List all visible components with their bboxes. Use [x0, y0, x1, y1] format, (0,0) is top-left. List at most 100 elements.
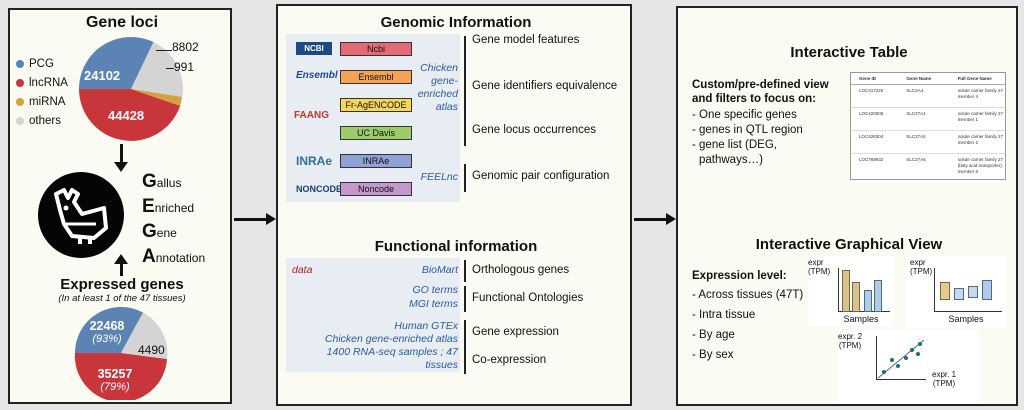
source-go: GO terms	[412, 284, 458, 296]
feelnc-label: FEELnc	[420, 171, 458, 183]
expression-bullets: - Across tissues (47T) - Intra tissue - …	[692, 289, 804, 361]
data-label: data	[292, 264, 313, 276]
source-bar-fragencode: Fr-AgENCODE	[340, 98, 412, 112]
feature-gene-model: Gene model features	[472, 34, 580, 46]
functional-sources-box	[286, 258, 460, 372]
legend-dot-icon	[16, 78, 24, 87]
gega-acronym: Gallus Enriched Gene Annotation	[142, 170, 205, 270]
pie-slice-others	[131, 42, 183, 106]
pie2-slice-pcg	[75, 306, 143, 353]
source-bar-noncode: Noncode	[340, 182, 412, 196]
bar-4	[874, 280, 882, 312]
feature-locus: Gene locus occurrences	[472, 124, 597, 136]
source-bar-ncbi: Ncbi	[340, 42, 412, 56]
box-plot-ylabel: expr(TPM)	[910, 258, 933, 276]
table-row[interactable]: LOC420008 SLC27A1 solute carrier family …	[851, 108, 1005, 131]
table-bullets: - One specific genes - genes in QTL regi…	[692, 109, 803, 166]
genomic-sources-box	[286, 34, 460, 202]
arrow-down	[120, 144, 123, 164]
genomic-bracket-1	[464, 36, 466, 146]
gega-chicken-logo	[38, 172, 124, 258]
feature-coexpression: Co-expression	[472, 354, 547, 366]
chicken-icon	[54, 188, 108, 244]
gene-loci-title: Gene loci	[85, 14, 159, 31]
pie-slice-lncrna	[79, 89, 181, 141]
arrow-right-2	[634, 213, 676, 225]
graphical-view-title: Interactive Graphical View	[755, 236, 943, 253]
bar-chart-xlabel: Samples	[843, 314, 879, 324]
pie1-pcg-value: 24102	[84, 68, 121, 83]
ncbi-logo: NCBI	[296, 42, 332, 55]
scatter-points	[877, 339, 925, 379]
noncode-logo: NONCODE	[296, 184, 343, 194]
scatter-axes	[876, 336, 926, 380]
source-bar-inrae: INRAe	[340, 154, 412, 168]
mini-table: Gene ID Gene Name Full Gene Name LOC4172…	[850, 72, 1006, 180]
legend: PCG lncRNA miRNA others	[16, 54, 68, 130]
legend-item-mirna: miRNA	[16, 92, 68, 111]
genomic-bracket-2	[464, 164, 466, 192]
bar-1	[842, 270, 850, 312]
expressed-genes-title: Expressed genes	[60, 276, 184, 293]
mini-box-plot: expr(TPM) Samples	[906, 256, 1006, 328]
pie-slice-mirna	[131, 89, 182, 106]
pie1-others-leader	[156, 50, 172, 51]
legend-dot-icon	[16, 97, 24, 106]
legend-dot-icon	[16, 59, 24, 68]
left-panel: Gene loci PCG lncRNA miRNA others 24102 …	[8, 8, 232, 404]
source-atlas: Chicken gene-enriched atlas	[324, 333, 458, 345]
bar-3	[864, 290, 872, 312]
faang-logo: FAANG	[294, 110, 329, 121]
table-row[interactable]: LOC417220 SLC2A4 solute carrier family 2…	[851, 85, 1005, 108]
arrow-up-head	[114, 254, 128, 264]
gega-line-enriched: Enriched	[142, 196, 195, 217]
source-mgi: MGI terms	[409, 298, 458, 310]
functional-title: Functional information	[374, 238, 538, 255]
pie1-mirna-leader	[166, 68, 174, 69]
pie-slice-pcg	[78, 36, 154, 89]
feature-orthologous: Orthologous genes	[472, 264, 570, 276]
box-3	[968, 286, 978, 298]
feature-ontologies: Functional Ontologies	[472, 292, 584, 304]
legend-item-pcg: PCG	[16, 54, 68, 73]
expressed-genes-subtitle: (In at least 1 of the 47 tissues)	[58, 293, 186, 304]
feature-identifiers: Gene identifiers equivalence	[472, 80, 618, 92]
legend-item-lncrna: lncRNA	[16, 73, 68, 92]
col-gene-name[interactable]: Gene Name	[906, 76, 932, 81]
pie1-lnc-value: 44428	[108, 108, 145, 123]
source-rnaseq: 1400 RNA-seq samples ; 47	[326, 346, 458, 358]
source-bar-ensembl: Ensembl	[340, 70, 412, 84]
table-row[interactable]: LOC426304 SLC27A2 solute carrier family …	[851, 131, 1005, 154]
feature-pair-config: Genomic pair configuration	[472, 170, 610, 182]
arrow-up	[120, 262, 123, 276]
right-panel: Interactive Table Custom/pre-defined vie…	[676, 6, 1018, 406]
scatter-ylabel: expr. 2(TPM)	[838, 332, 863, 350]
functional-bracket-2	[464, 286, 466, 312]
genomic-title: Genomic Information	[380, 14, 532, 31]
mini-table-header: Gene ID Gene Name Full Gene Name	[851, 73, 1005, 85]
legend-dot-icon	[16, 116, 24, 125]
box-1	[940, 282, 950, 300]
pie2-pcg-value: 22468 (93%)	[89, 319, 125, 346]
table-intro: Custom/pre-defined view and filters to f…	[692, 79, 829, 105]
legend-item-others: others	[16, 111, 68, 130]
pie1-mirna-value: 991	[174, 60, 195, 74]
pie1-others-value: 8802	[172, 40, 199, 54]
col-full-name[interactable]: Full Gene Name	[957, 76, 992, 81]
bar-2	[852, 282, 860, 312]
source-biomart: BioMart	[421, 264, 458, 276]
box-4	[982, 280, 992, 300]
col-gene-id[interactable]: Gene ID	[859, 76, 877, 81]
source-gtex: Human GTEx	[394, 320, 458, 332]
source-bar-ucdavis: UC Davis	[340, 126, 412, 140]
bar-chart-ylabel: expr(TPM)	[808, 258, 831, 276]
inrae-logo: INRAe	[296, 154, 333, 168]
interactive-table-title: Interactive Table	[790, 44, 908, 61]
functional-bracket-1	[464, 260, 466, 282]
table-row[interactable]: LOC769932 SLC27A6 solute carrier family …	[859, 157, 1003, 174]
gene-loci-pie-chart	[78, 36, 183, 141]
mini-bar-chart: expr(TPM) Samples	[808, 256, 894, 326]
box-plot-axes	[934, 268, 1002, 312]
scatter-xlabel: expr. 1(TPM)	[932, 370, 957, 388]
pie2-others-value: 4490	[138, 343, 165, 357]
